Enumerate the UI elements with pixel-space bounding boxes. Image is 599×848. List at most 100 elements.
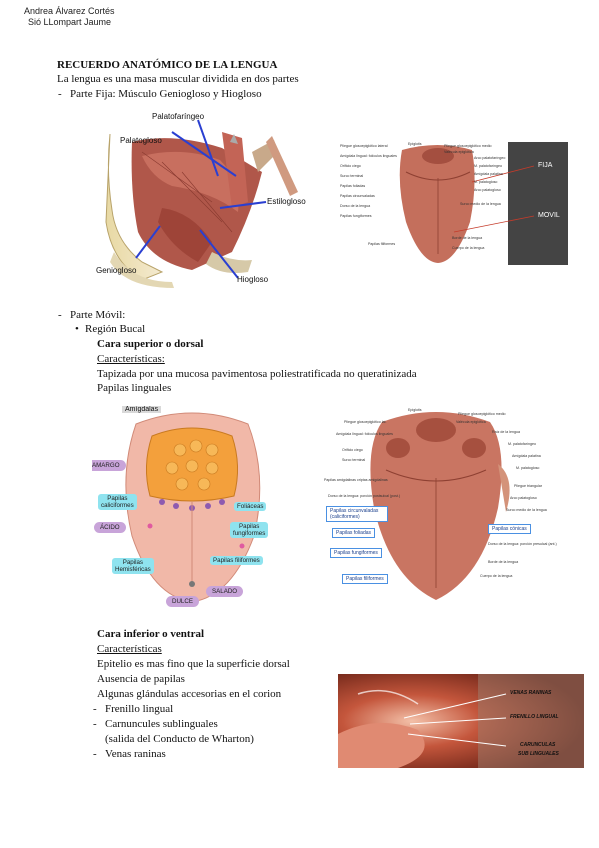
label-hiogloso: Hiogloso [237, 275, 269, 284]
fig2-label: Papilas foliadas [340, 184, 366, 188]
fig4-right-label: M. palatofaríngeo [508, 442, 536, 446]
taste-map-illustration: AMARGO Amígdalas Papilas caliciformes Fo… [92, 406, 300, 610]
label-estilogloso: Estilogloso [267, 197, 306, 206]
fig4-right-label: Borde de la lengua [488, 560, 519, 564]
box-circunvaladas: Papilas circunvaladas (caliciformes) [326, 506, 388, 522]
fig4-right-label: Dorso de la lengua: porción presulcal (a… [488, 542, 557, 546]
list-item: Venas raninas [105, 748, 166, 760]
fig2-label: Surco terminal [340, 174, 364, 178]
hemisfericas-line2: Hemisféricas [115, 566, 151, 573]
superior-line: Tapizada por una mucosa pavimentosa poli… [97, 368, 417, 380]
fig2-label: Arco palatogloso [474, 188, 501, 192]
fig4-right-label: Epiglotis [408, 408, 422, 412]
superior-subheading: Características: [97, 353, 165, 365]
superior-heading: Cara superior o dorsal [97, 338, 204, 350]
fig2-label: Papilas filiformes [368, 242, 396, 246]
fig2-label: Orificio ciego [340, 164, 361, 168]
amargo-badge: AMARGO [92, 460, 126, 471]
fig2-label: Amígdala palatina [474, 172, 503, 176]
amigdalas-label: Amígdalas [122, 406, 162, 413]
fig2-label: Arco palatofaríngeo [474, 156, 506, 160]
fig4-right-label: Pliegue glosoepiglótico medio [458, 412, 506, 416]
fija-label: FIJA [538, 162, 553, 169]
inferior-heading: Cara inferior o ventral [97, 628, 205, 640]
fig2-label: M. palatogloso [474, 180, 498, 184]
author-2: Sió LLompart Jaume [28, 17, 112, 27]
fig4-right-label: Valécula epiglótica [456, 420, 486, 424]
caliciformes-line1: Papilas [107, 495, 128, 502]
fig2-label: Epiglotis [408, 142, 422, 146]
parte-movil-text: Parte Móvil: [70, 309, 126, 321]
tongue-muscles-illustration [102, 112, 334, 290]
fig4-right-label: Amígdala palatina [512, 454, 541, 458]
dulce-badge: DULCE [166, 596, 199, 607]
inferior-subheading: Características [97, 643, 162, 655]
fig2-label: Papilas fungiformes [340, 214, 372, 218]
acido-badge: ÁCIDO [94, 522, 126, 533]
movil-label: MOVIL [538, 212, 560, 219]
dash-bullet: - [58, 309, 62, 321]
fig2-label: Dorso de la lengua [340, 204, 371, 208]
list-dash: - [93, 748, 97, 760]
fig4-left-label: Amígdala lingual: folículos linguales [336, 432, 393, 436]
fig2-label: Surco medio de la lengua [460, 202, 501, 206]
fig4-left-label: Surco terminal [342, 458, 366, 462]
fig4-right-label: Raíz de la lengua [492, 430, 520, 434]
box-fungiformes: Papilas fungiformes [330, 548, 382, 558]
box-foliadas: Papilas foliadas [332, 528, 376, 538]
fig2-label: Papilas circunvaladas [340, 194, 375, 198]
fig2-label: M. palatofaríngeo [474, 164, 502, 168]
inferior-line: Ausencia de papilas [97, 673, 185, 685]
fungiformes-label: Papilas fungiformes [230, 522, 269, 538]
frenillo-lingual-label: FRENILLO LINGUAL [510, 714, 559, 720]
fig4-left-label: Papilas amigdalinas criptas amigdalinas [324, 478, 388, 482]
superior-line: Papilas linguales [97, 382, 172, 394]
tongue-dorsal-fija-movil-image: FIJA MOVIL Epiglotis Pliegue glosoepigló… [338, 142, 568, 265]
caliciformes-line2: caliciformes [101, 502, 134, 509]
fungiformes-line1: Papilas [239, 523, 260, 530]
ventral-tongue-photo: VENAS RANINAS FRENILLO LINGUAL CARUNCULA… [338, 674, 584, 768]
fungiformes-line2: fungiformes [233, 530, 266, 537]
box-conicas: Papilas cónicas [488, 524, 531, 534]
caliciformes-label: Papilas caliciformes [98, 494, 137, 510]
parte-fija-text: Parte Fija: Músculo Geniogloso y Hioglos… [70, 88, 262, 100]
fig4-left-label: Pliegue glosoepiglótico lat. [344, 420, 387, 424]
fig4-right-label: Arco palatogloso [510, 496, 537, 500]
fig2-label: Cuerpo de la lengua [452, 246, 485, 250]
dash-bullet: - [58, 88, 62, 100]
fig4-right-label: M. palatogloso [516, 466, 540, 470]
region-bucal-text: Región Bucal [85, 323, 146, 335]
label-palatogloso: Palatogloso [120, 136, 162, 145]
inferior-line: Epitelio es mas fino que la superficie d… [97, 658, 290, 670]
fig4-left-label: Orificio ciego [342, 448, 363, 452]
label-palatofaringeo: Palatofaríngeo [152, 112, 205, 121]
list-dash: - [93, 703, 97, 715]
fig2-label: Valécula epiglótica [444, 150, 474, 154]
fig2-label: Pliegue glosoepiglótico medio [444, 144, 492, 148]
author-1: Andrea Álvarez Cortés [24, 6, 115, 16]
hemisfericas-line1: Papilas [122, 559, 144, 566]
fig4-right-label: Pliegue triangular [514, 484, 542, 488]
sublinguales-label: SUB LINGUALES [518, 751, 559, 757]
fig4-right-label: Cuerpo de la lengua [480, 574, 513, 578]
label-geniogloso: Geniogloso [96, 266, 137, 275]
dot-bullet: • [75, 323, 79, 335]
list-item: Frenillo lingual [105, 703, 174, 715]
hemisfericas-label: Papilas Hemisféricas [112, 558, 154, 574]
list-item: (salida del Conducto de Wharton) [105, 733, 254, 745]
filiformes-label: Papilas filiformes [210, 556, 263, 565]
fig2-label: Amígdala lingual: folículos linguales [340, 154, 397, 158]
page-title: RECUERDO ANATÓMICO DE LA LENGUA [57, 59, 278, 71]
intro-text: La lengua es una masa muscular dividida … [57, 73, 299, 85]
carunculas-label: CARUNCULAS [520, 742, 556, 748]
fig4-left-label: Dorso de la lengua: porción postsulcal (… [328, 494, 401, 498]
fig2-label: Borde de la lengua [452, 236, 483, 240]
fig2-label: Pliegue glosoepiglótico lateral [340, 144, 388, 148]
tongue-papillae-illustration: Pliegue glosoepiglótico lat. Amígdala li… [302, 408, 570, 610]
list-item: Carnuncules sublinguales [105, 718, 218, 730]
salado-badge: SALADO [206, 586, 244, 597]
foliaceas-label: Foliáceas [234, 502, 267, 511]
inferior-line: Algunas glándulas accesorias en el corio… [97, 688, 282, 700]
box-filiformes: Papilas filiformes [342, 574, 388, 584]
list-dash: - [93, 718, 97, 730]
